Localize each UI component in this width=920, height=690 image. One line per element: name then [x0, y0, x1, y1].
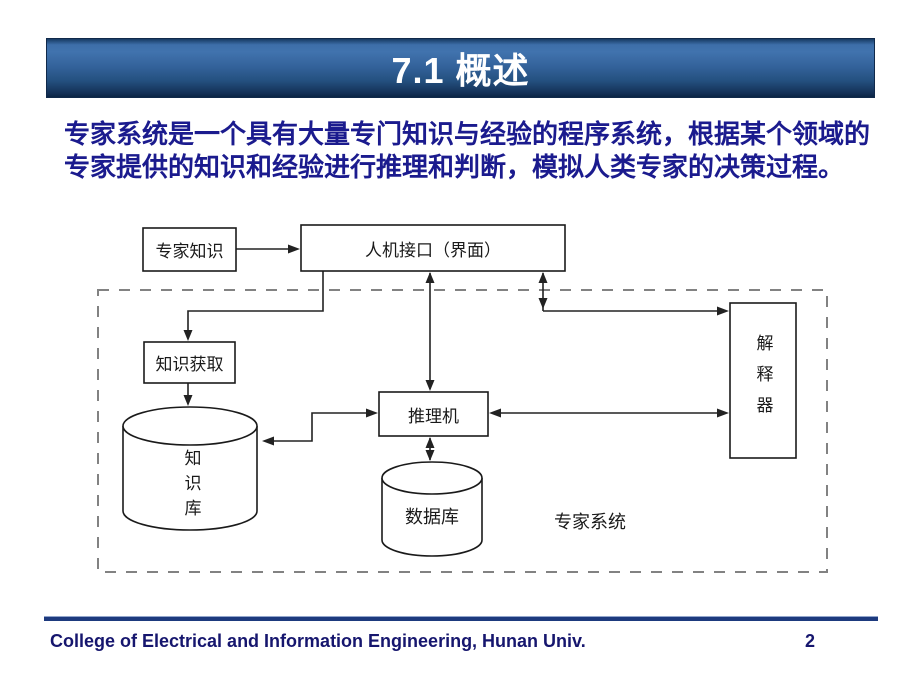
knowledge-acquisition-box — [143, 341, 236, 384]
arrow-hmi-to-acquisition — [187, 271, 324, 332]
knowledge-acquisition-label: 知识获取 — [155, 355, 224, 374]
title-bar: 7.1 概述 — [46, 38, 875, 98]
intro-line-2: 专家提供的知识和经验进行推理和判断，模拟人类专家的决策过程。 — [64, 152, 845, 182]
database-cylinder — [381, 461, 483, 557]
footer-text: College of Electrical and Information En… — [50, 631, 586, 651]
hmi-box — [300, 224, 566, 272]
inference-engine-label: 推理机 — [408, 406, 459, 426]
page-number: 2 — [804, 631, 815, 651]
interpreter-label: 解释器 — [753, 333, 773, 427]
intro-line-1: 专家系统是一个具有大量专门知识与经验的程序系统，根据某个领域的 — [64, 119, 871, 149]
knowledge-base-label: 知识库 — [181, 448, 201, 524]
arrowheads — [183, 244, 729, 461]
page-title: 7.1 概述 — [391, 50, 530, 91]
expert-knowledge-label: 专家知识 — [155, 242, 224, 261]
footer-divider-line — [44, 616, 878, 621]
intro-paragraph: 专家系统是一个具有大量专门知识与经验的程序系统，根据某个领域的 专家提供的知识和… — [64, 118, 884, 184]
interpreter-box — [729, 302, 797, 459]
expert-system-caption: 专家系统 — [554, 512, 626, 532]
system-boundary-dashed-box — [97, 289, 828, 573]
database-label: 数据库 — [405, 507, 459, 527]
arrow-kb-inference-step — [272, 412, 368, 442]
knowledge-base-cylinder — [122, 406, 258, 531]
hmi-label: 人机接口（界面） — [365, 240, 501, 260]
inference-engine-box — [378, 391, 489, 437]
expert-knowledge-box — [142, 227, 237, 272]
